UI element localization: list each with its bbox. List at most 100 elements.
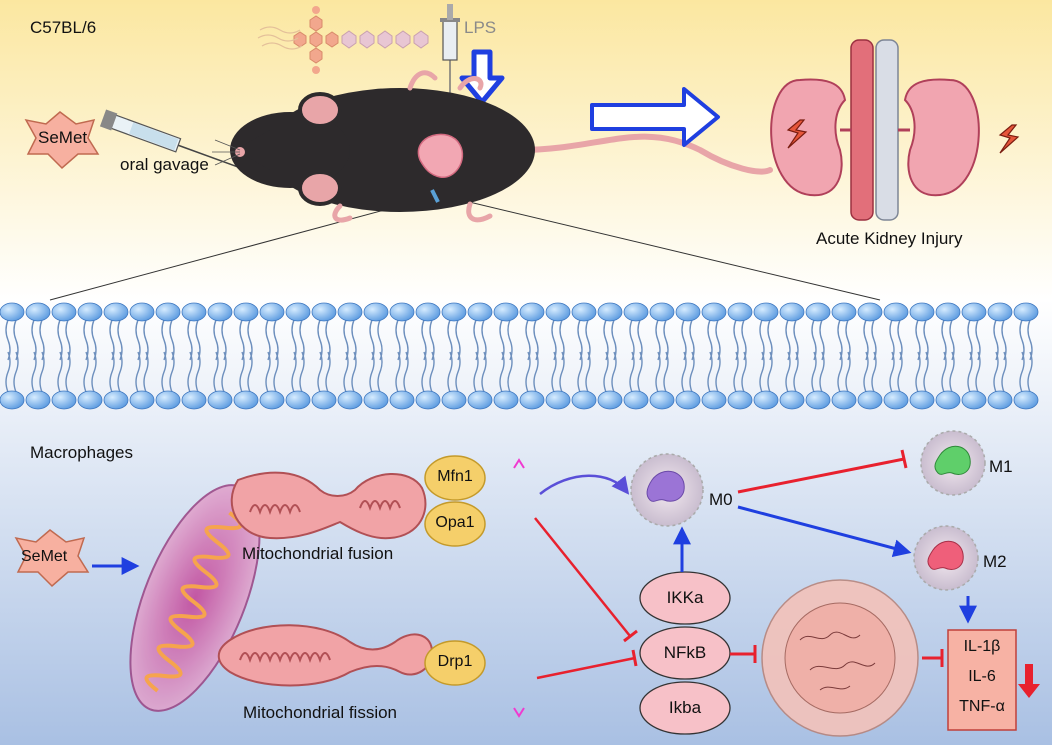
phospholipid-head — [831, 390, 857, 410]
mfn1-oval — [424, 455, 486, 501]
phospholipid-head — [467, 302, 493, 322]
zoom-line-right — [439, 194, 881, 301]
phospholipid-head — [753, 390, 779, 410]
phospholipid-head — [571, 302, 597, 322]
phospholipid-head — [181, 302, 207, 322]
fusion-label: Mitochondrial fusion — [242, 544, 394, 563]
m0-inhibits-m1 — [737, 457, 905, 494]
cell-membrane — [0, 302, 1039, 410]
phospholipid-head — [467, 390, 493, 410]
phospholipid-head — [337, 390, 363, 410]
phospholipid-head — [883, 302, 909, 322]
phospholipid-head — [909, 302, 935, 322]
m2-label: M2 — [983, 552, 1007, 571]
phospholipid-head — [389, 302, 415, 322]
semet-star-top-icon — [24, 111, 100, 170]
phospholipid-head — [987, 390, 1013, 410]
ikba-oval — [639, 681, 731, 735]
phospholipid-head — [285, 302, 311, 322]
phospholipid-head — [493, 390, 519, 410]
phospholipid-head — [519, 302, 545, 322]
opa1-inhibits-nfkb — [534, 517, 631, 637]
lps-molecule-icon — [257, 6, 429, 74]
phospholipid-head — [649, 302, 675, 322]
phospholipid-head — [103, 302, 129, 322]
mfn1-label: Mfn1 — [437, 468, 473, 485]
phospholipid-head — [51, 302, 77, 322]
phospholipid-head — [259, 390, 285, 410]
gavage-syringe-icon — [99, 109, 245, 170]
phospholipid-head — [727, 390, 753, 410]
phospholipid-head — [805, 390, 831, 410]
nfkb-label: NFkB — [663, 643, 707, 662]
phospholipid-head — [129, 390, 155, 410]
cytokine-decrease-arrow-icon — [1018, 664, 1040, 698]
phospholipid-head — [857, 302, 883, 322]
drp1-oval — [424, 640, 486, 686]
phospholipid-head — [701, 390, 727, 410]
phospholipid-head — [77, 390, 103, 410]
phospholipid-head — [25, 302, 51, 322]
phospholipid-head — [545, 302, 571, 322]
phospholipid-head — [389, 390, 415, 410]
phospholipid-head — [883, 390, 909, 410]
phospholipid-head — [935, 390, 961, 410]
cytokine-tnfa: TNF-α — [959, 698, 1005, 715]
semet-top-label: SeMet — [38, 128, 88, 147]
phospholipid-head — [441, 390, 467, 410]
ikba-label: Ikba — [668, 698, 702, 717]
phospholipid-head — [571, 390, 597, 410]
phospholipid-head — [1013, 390, 1039, 410]
m1-macrophage-icon — [920, 430, 986, 496]
phospholipid-head — [311, 302, 337, 322]
fusion-to-m0-arrow — [539, 474, 630, 495]
m0-macrophage-icon — [630, 453, 704, 527]
cytokine-il6: IL-6 — [968, 668, 996, 685]
phospholipid-head — [961, 390, 987, 410]
opa1-oval — [424, 501, 486, 547]
nucleus-cell-icon — [761, 579, 919, 737]
phospholipid-head — [779, 390, 805, 410]
kidneys-icon — [770, 39, 1020, 221]
phospholipid-head — [311, 390, 337, 410]
phospholipid-head — [753, 302, 779, 322]
ikka-oval — [639, 571, 731, 625]
cell-type-label: Macrophages — [30, 443, 134, 462]
phospholipid-head — [623, 390, 649, 410]
phospholipid-head — [623, 302, 649, 322]
phospholipid-head — [675, 390, 701, 410]
phospholipid-head — [233, 302, 259, 322]
phospholipid-head — [441, 302, 467, 322]
phospholipid-head — [0, 302, 25, 322]
phospholipid-head — [51, 390, 77, 410]
lps-label: LPS — [464, 18, 497, 37]
phospholipid-head — [259, 302, 285, 322]
phospholipid-head — [649, 390, 675, 410]
drp1-label: Drp1 — [437, 653, 473, 670]
phospholipid-head — [103, 390, 129, 410]
phospholipid-head — [727, 302, 753, 322]
outcome-label: Acute Kidney Injury — [816, 229, 963, 248]
phospholipid-head — [415, 302, 441, 322]
opa1-label: Opa1 — [435, 514, 475, 531]
phospholipid-head — [363, 302, 389, 322]
m0-label: M0 — [709, 490, 733, 509]
phospholipid-head — [675, 302, 701, 322]
phospholipid-head — [129, 302, 155, 322]
phospholipid-head — [987, 302, 1013, 322]
phospholipid-head — [701, 302, 727, 322]
phospholipid-head — [181, 390, 207, 410]
phospholipid-head — [519, 390, 545, 410]
outcome-arrow-icon — [590, 87, 720, 147]
phospholipid-head — [545, 390, 571, 410]
ikka-label: IKKa — [666, 588, 704, 607]
phospholipid-head — [207, 302, 233, 322]
m1-label: M1 — [989, 457, 1013, 476]
phospholipid-head — [207, 390, 233, 410]
cytokine-il1b: IL-1β — [963, 638, 1001, 655]
phospholipid-head — [337, 302, 363, 322]
phospholipid-head — [597, 390, 623, 410]
phospholipid-head — [1013, 302, 1039, 322]
